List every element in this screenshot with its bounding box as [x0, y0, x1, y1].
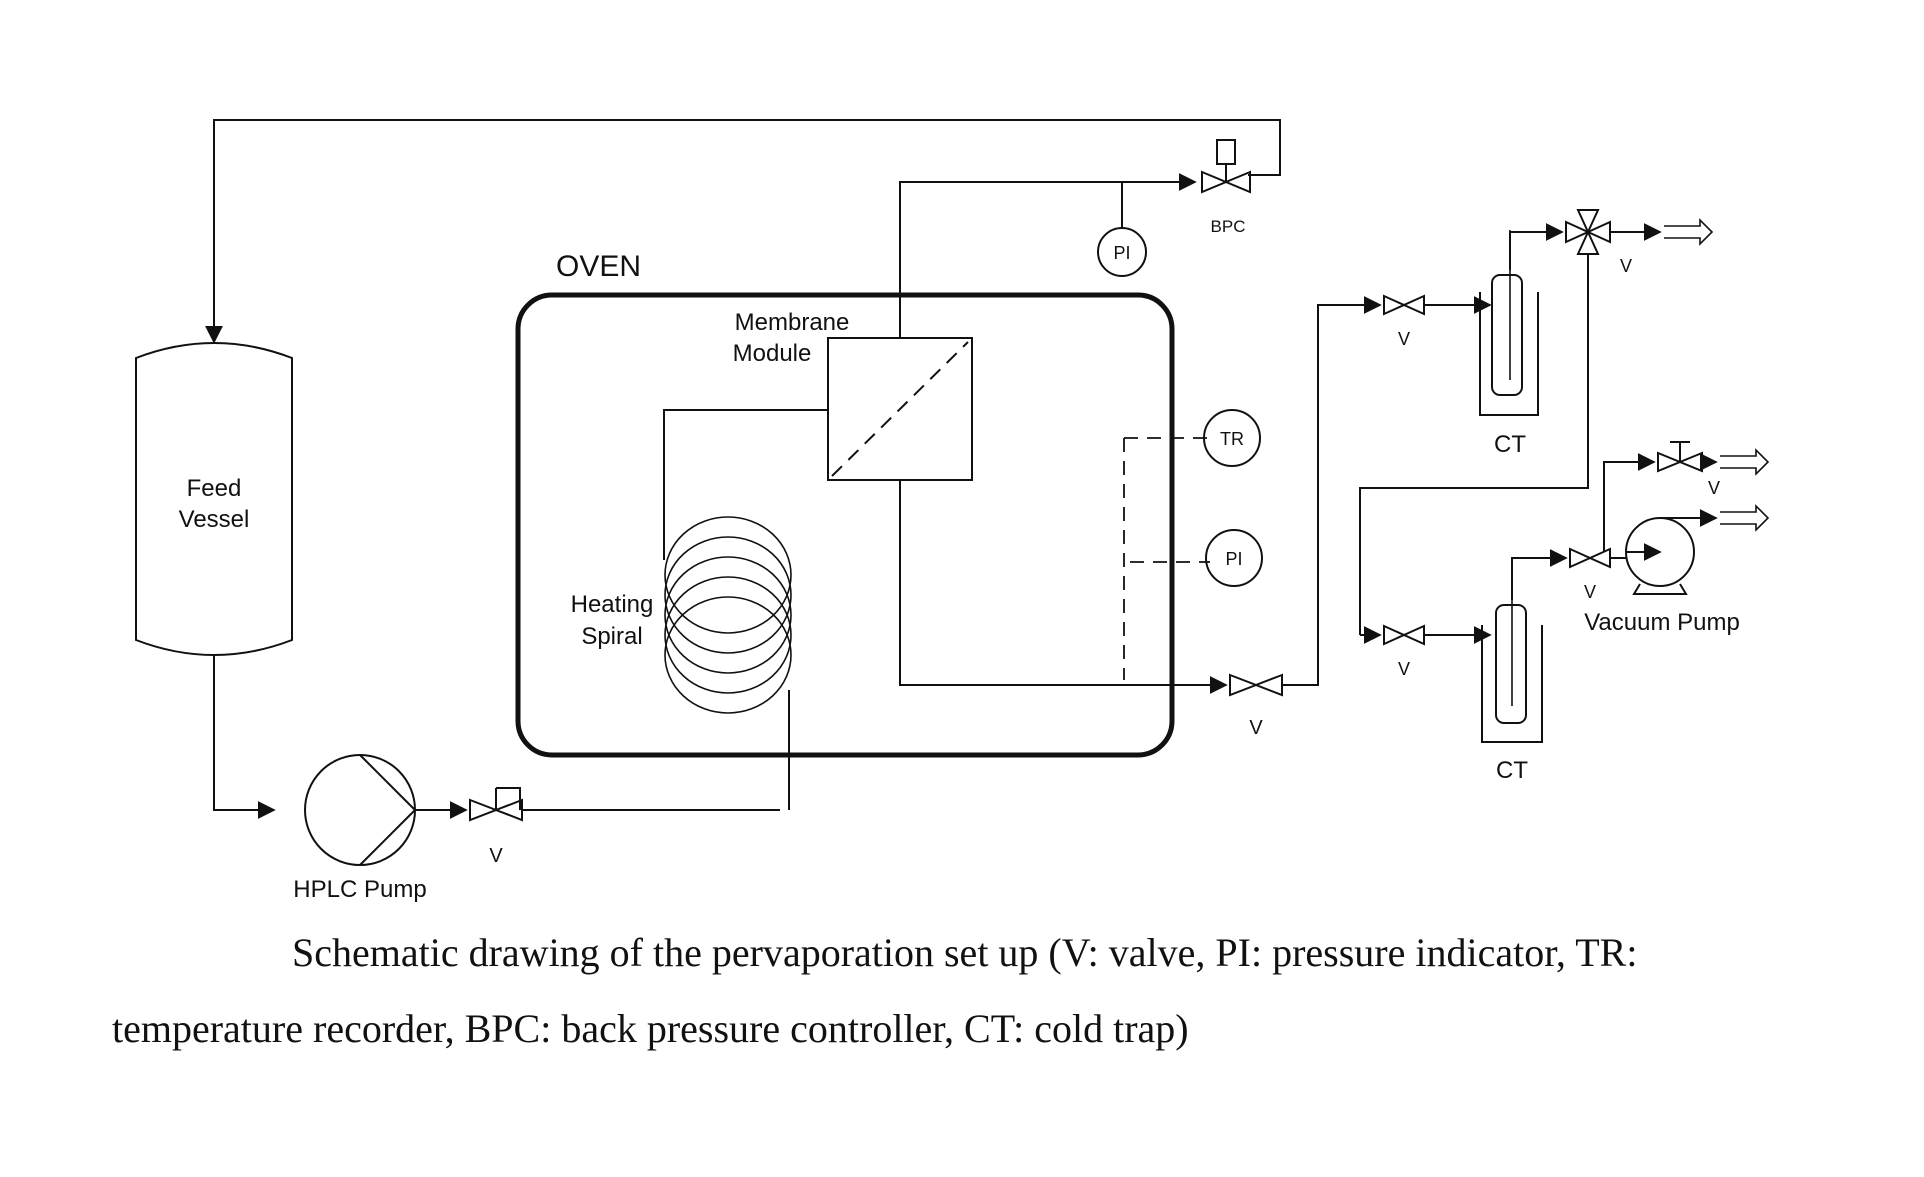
caption-line-1: Schematic drawing of the pervaporation s… — [112, 915, 1812, 991]
feed-vessel-label-1: Feed — [187, 475, 242, 502]
three-way-valve-icon — [1566, 210, 1610, 254]
vacuum-pump-icon — [1626, 518, 1700, 594]
upper-valve-icon — [1384, 296, 1424, 314]
hplc-pump-icon — [305, 755, 415, 865]
spiral-to-membrane-line — [664, 410, 828, 560]
pump-valve-label: V — [1584, 582, 1596, 602]
lower-valve-label: V — [1398, 659, 1410, 679]
membrane-module-icon — [828, 338, 972, 480]
upper-valve-label: V — [1398, 329, 1410, 349]
feed-vessel-label-2: Vessel — [179, 506, 250, 533]
inlet-valve-icon — [470, 788, 522, 820]
membrane-label-2: Module — [733, 340, 812, 367]
lower-valve-icon — [1384, 626, 1424, 644]
caption-line-2: temperature recorder, BPC: back pressure… — [112, 991, 1812, 1067]
bleed-valve-label: V — [1708, 478, 1720, 498]
tr-label: TR — [1220, 429, 1244, 449]
retentate-pi-label: PI — [1113, 243, 1130, 263]
lower-cold-trap-label: CT — [1496, 757, 1528, 784]
permeate-valve-label: V — [1249, 717, 1263, 739]
bleed-valve-icon — [1658, 442, 1702, 471]
vent-outlet-2-icon — [1720, 450, 1768, 474]
retentate-line — [900, 182, 1195, 338]
oven-pi-label: PI — [1225, 549, 1242, 569]
permeate-riser-line — [1282, 305, 1377, 685]
heating-spiral-icon — [665, 517, 791, 713]
feed-vessel: Feed Vessel — [136, 343, 292, 655]
oven-label: OVEN — [556, 250, 641, 283]
feed-to-pump-line — [214, 655, 274, 810]
vacuum-pump-label: Vacuum Pump — [1584, 609, 1740, 636]
heating-spiral-label-2: Spiral — [581, 623, 642, 650]
permeate-valve-icon — [1230, 675, 1282, 695]
crossover-line — [1360, 254, 1588, 635]
bpc-label: BPC — [1211, 217, 1246, 236]
three-way-valve-label: V — [1620, 256, 1632, 276]
membrane-label-1: Membrane — [735, 309, 850, 336]
permeate-line — [900, 480, 1226, 685]
vent-outlet-3-icon — [1720, 506, 1768, 530]
vent-outlet-1-icon — [1664, 220, 1712, 244]
hplc-pump-label: HPLC Pump — [293, 876, 426, 903]
inlet-valve-label: V — [489, 845, 503, 867]
bpc-valve-icon — [1202, 140, 1250, 192]
upper-cold-trap-label: CT — [1494, 431, 1526, 458]
figure-caption: Schematic drawing of the pervaporation s… — [112, 915, 1812, 1067]
heating-spiral-label-1: Heating — [571, 591, 654, 618]
